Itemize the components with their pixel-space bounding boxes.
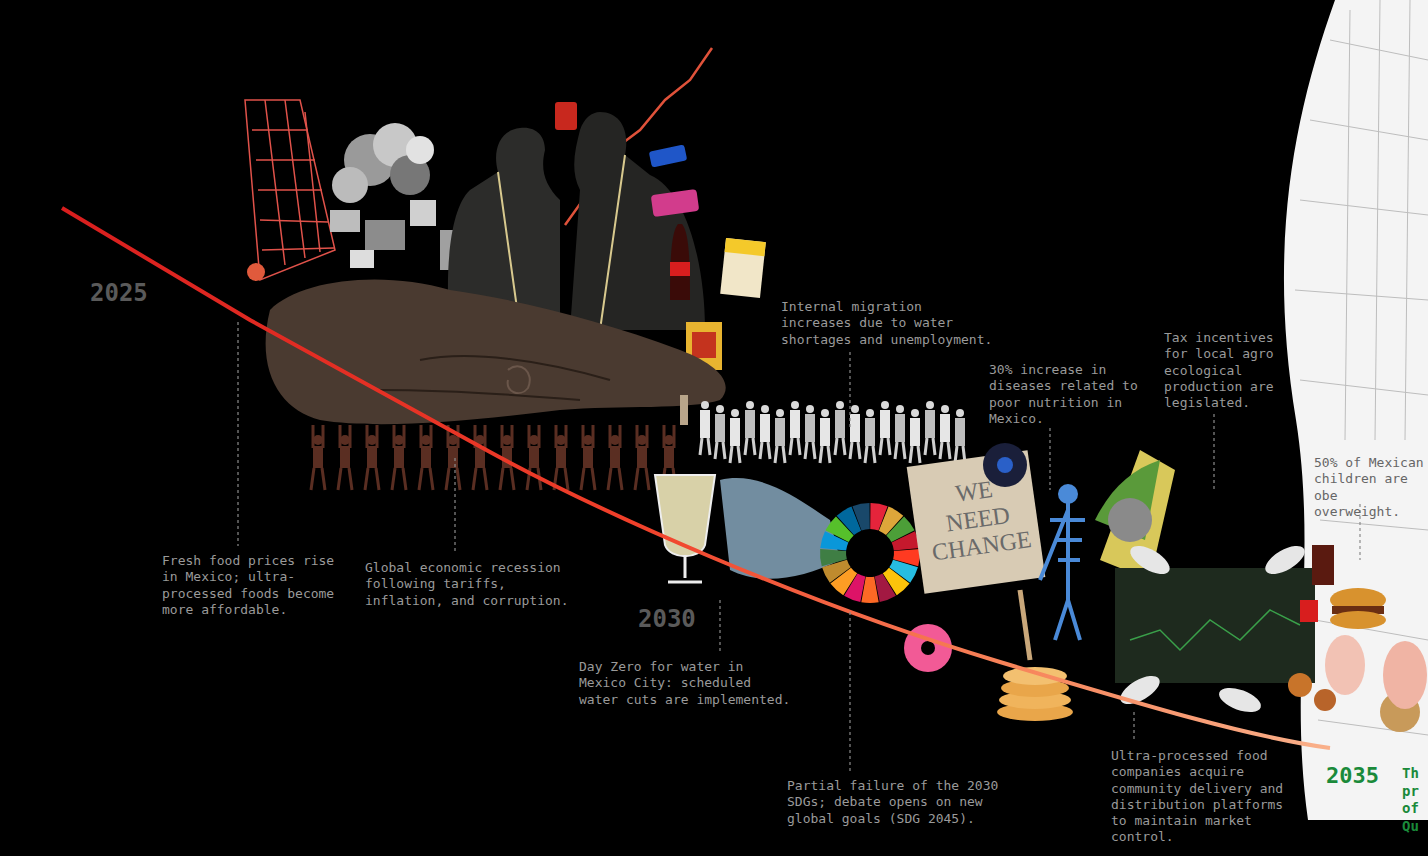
year-marker: 2035 <box>1326 762 1396 790</box>
event-note: Partial failure of the 2030 SDGs; debate… <box>787 778 1037 827</box>
event-note: Ultra-processed food companies acquire c… <box>1111 748 1301 846</box>
event-note: 50% of Mexican children are obe overweig… <box>1314 455 1426 520</box>
year-marker: 2025 <box>90 278 180 308</box>
city-map <box>1284 0 1428 820</box>
tomato-slice <box>247 263 265 281</box>
event-note: Internal migration increases due to wate… <box>781 299 996 348</box>
faucet <box>680 395 688 425</box>
event-note: Tax incentives for local agro ecological… <box>1164 330 1276 411</box>
pancakes <box>997 667 1073 721</box>
cut-note: Th pr of Qu <box>1402 765 1426 835</box>
timeline-line <box>62 208 1330 748</box>
donut <box>904 624 952 672</box>
event-note: Global economic recession following tari… <box>365 560 570 609</box>
sdg-wheel <box>820 503 920 603</box>
leader-lines <box>238 322 1360 772</box>
price-grid <box>245 100 335 280</box>
corn-fist <box>1095 450 1175 580</box>
event-note: Fresh food prices rise in Mexico; ultra-… <box>162 553 352 618</box>
fast-food <box>1288 545 1427 732</box>
smoke-cloud <box>332 123 434 203</box>
giant-hand <box>266 280 726 425</box>
event-note: 30% increase in diseases related to poor… <box>989 362 1141 427</box>
reaching-hands <box>1116 540 1309 717</box>
carrying-figures <box>311 425 676 490</box>
skeleton <box>1040 488 1085 640</box>
event-note: Day Zero for water in Mexico City: sched… <box>579 659 794 708</box>
year-marker: 2030 <box>638 604 728 634</box>
migrating-crowd <box>700 401 965 463</box>
market-chart-panel <box>1115 568 1315 683</box>
sign-text: WE NEED CHANGE <box>923 471 1034 567</box>
